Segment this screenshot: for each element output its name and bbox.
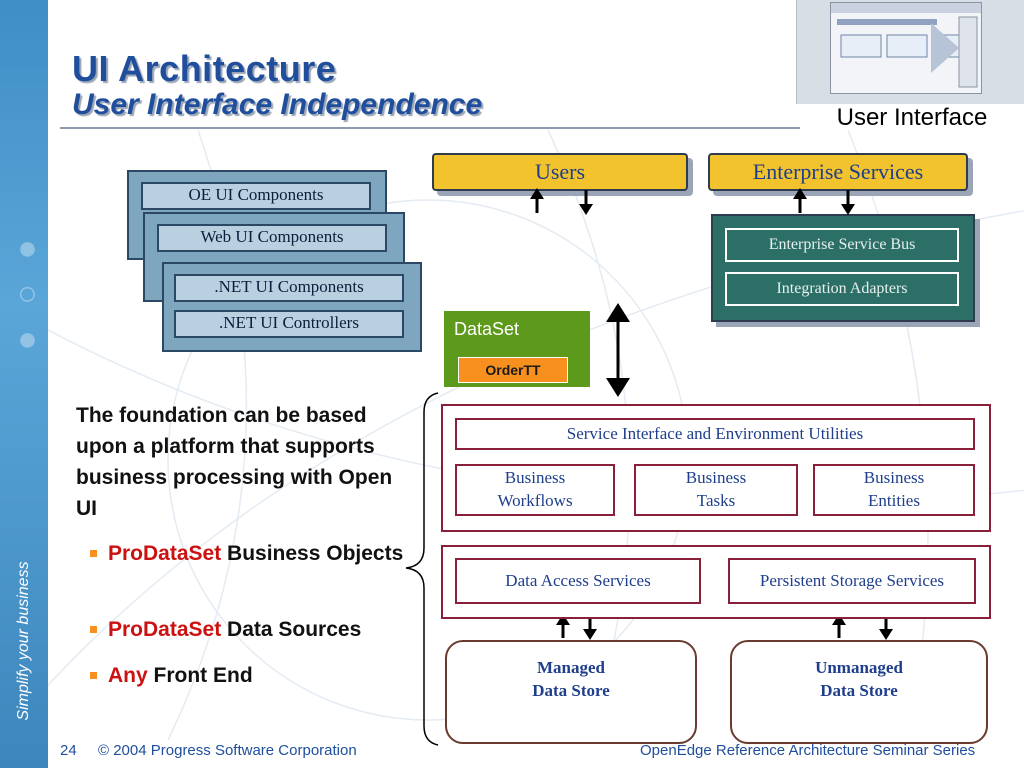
service-interface-box: Service Interface and Environment Utilit… (455, 418, 975, 450)
net-ui-controllers: .NET UI Controllers (174, 310, 404, 338)
oe-ui-components: OE UI Components (141, 182, 371, 210)
enterprise-service-bus: Enterprise Service Bus (725, 228, 959, 262)
page-number: 24 (60, 742, 77, 759)
bullet-1-text: Business Objects (221, 542, 404, 565)
bullet-2-text: Data Sources (221, 618, 362, 641)
business-workflows-line1: Business (504, 468, 566, 487)
bullet-3: Any Front End (90, 660, 420, 691)
bullet-3-text: Front End (147, 664, 253, 687)
left-stripe (0, 0, 48, 768)
data-access-services-box: Data Access Services (455, 558, 701, 604)
series-name: OpenEdge Reference Architecture Seminar … (640, 742, 976, 759)
business-entities-line2: Entities (868, 491, 920, 510)
managed-line2: Data Store (532, 681, 610, 700)
page-subtitle: User Interface Independence (72, 88, 483, 121)
business-workflows-box: Business Workflows (455, 464, 615, 516)
unmanaged-data-store: Unmanaged Data Store (730, 640, 988, 744)
business-workflows-line2: Workflows (497, 491, 573, 510)
business-tasks-line1: Business (685, 468, 747, 487)
business-entities-line1: Business (863, 468, 925, 487)
unmanaged-line2: Data Store (820, 681, 898, 700)
copyright: © 2004 Progress Software Corporation (98, 742, 357, 759)
dataset-label: DataSet (454, 319, 520, 339)
web-ui-components: Web UI Components (157, 224, 387, 252)
thumbnail-image (830, 2, 982, 94)
net-ui-stack: .NET UI Components .NET UI Controllers (162, 262, 422, 352)
enterprise-services-box: Enterprise Services (708, 153, 968, 191)
managed-line1: Managed (537, 658, 605, 677)
unmanaged-line1: Unmanaged (815, 658, 903, 677)
bullet-square (90, 672, 97, 679)
business-tasks-line2: Tasks (696, 491, 736, 510)
bullet-square (90, 550, 97, 557)
business-entities-box: Business Entities (813, 464, 975, 516)
ordertt-box: OrderTT (458, 357, 568, 383)
title-divider (60, 127, 800, 129)
bullet-3-highlight: Any (108, 664, 148, 687)
stripe-decoration: ● ○ ● (9, 230, 46, 358)
bullet-2-highlight: ProDataSet (108, 618, 222, 641)
bullet-2: ProDataSet Data Sources (90, 614, 420, 645)
business-tasks-box: Business Tasks (634, 464, 798, 516)
integration-adapters: Integration Adapters (725, 272, 959, 306)
users-box: Users (432, 153, 688, 191)
enterprise-service-bus-panel: Enterprise Service Bus Integration Adapt… (711, 214, 975, 322)
bullet-square (90, 626, 97, 633)
net-ui-components: .NET UI Components (174, 274, 404, 302)
dataset-box: DataSet OrderTT (444, 311, 590, 387)
bullet-1: ProDataSet Business Objects (90, 538, 420, 569)
page-title: UI Architecture (72, 48, 337, 89)
foundation-text: The foundation can be based upon a platf… (76, 404, 393, 520)
thumbnail-caption: User Interface (836, 104, 988, 131)
bullet-1-highlight: ProDataSet (108, 542, 222, 565)
managed-data-store: Managed Data Store (445, 640, 697, 744)
persistent-storage-services-box: Persistent Storage Services (728, 558, 976, 604)
